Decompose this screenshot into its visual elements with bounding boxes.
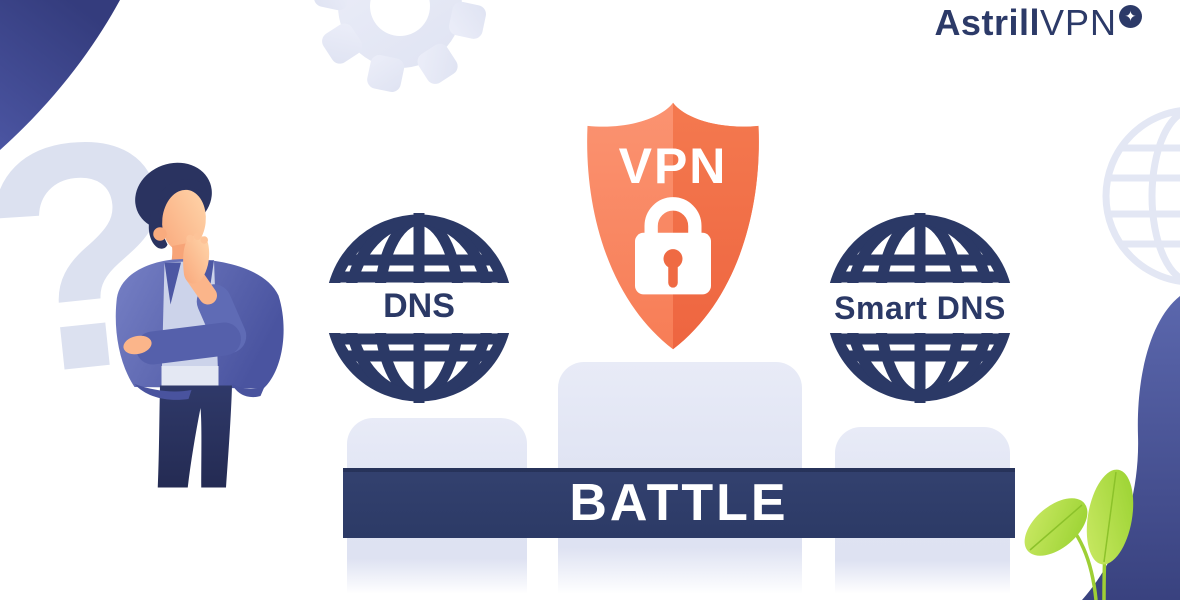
- gear-icon: [314, 0, 486, 92]
- logo-text-light: VPN: [1039, 2, 1117, 43]
- battle-banner: BATTLE: [343, 468, 1015, 538]
- smart-dns-label: Smart DNS: [834, 290, 1006, 326]
- smart-dns-globe-icon: [829, 213, 1011, 403]
- vpn-shield-icon: [587, 102, 759, 350]
- person-arms: [123, 232, 247, 365]
- corner-blob-top-left: [0, 0, 120, 150]
- thinking-person-illustration: [115, 162, 284, 488]
- dns-globe-icon: [328, 213, 510, 403]
- plant-icon: [1024, 469, 1134, 600]
- vpn-shield-label: VPN: [618, 138, 728, 194]
- dns-label: DNS: [383, 287, 455, 325]
- globe-outline-icon: [1102, 107, 1180, 285]
- battle-label: BATTLE: [569, 474, 789, 532]
- logo-globe-mark-icon: ✦: [1119, 5, 1142, 28]
- padlock-icon: [635, 197, 711, 295]
- brand-logo: AstrillVPN✦: [934, 2, 1142, 44]
- ear: [153, 227, 167, 241]
- corner-blob-bottom-right: [1082, 296, 1180, 600]
- logo-text-bold: Astrill: [934, 2, 1040, 43]
